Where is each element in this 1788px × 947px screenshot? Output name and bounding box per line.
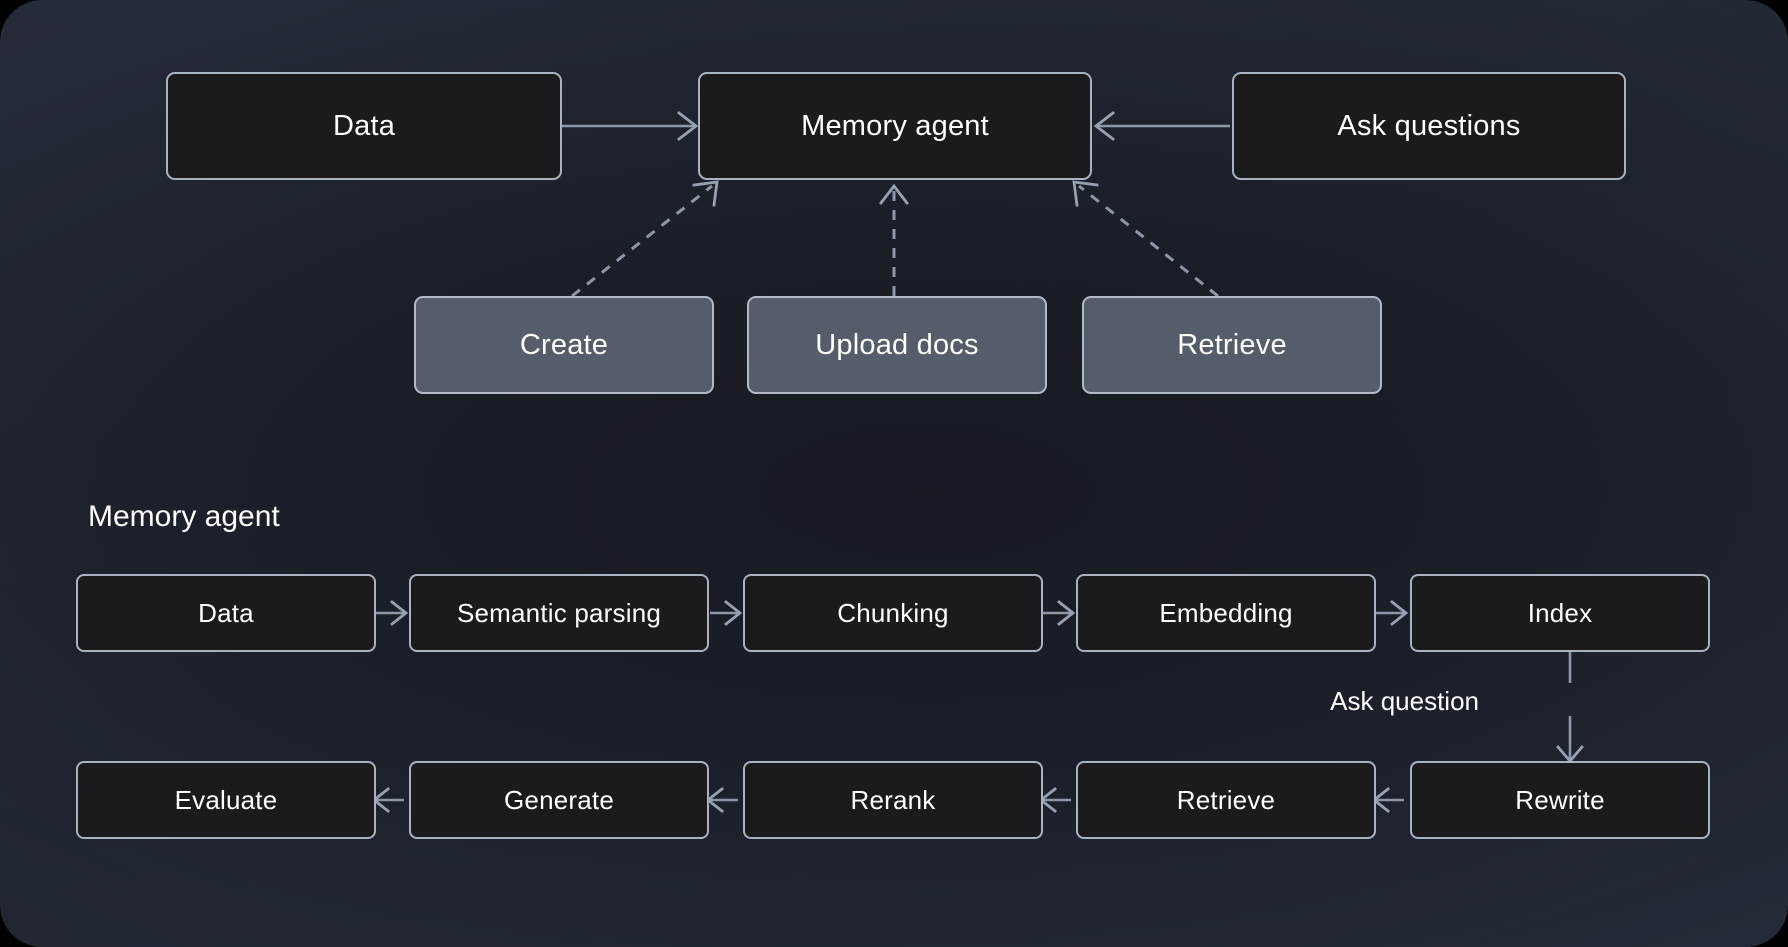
node-label: Retrieve [1177, 328, 1287, 361]
node-label: Data [332, 109, 396, 142]
pipeline-node-semantic-parsing[interactable]: Semantic parsing [409, 574, 709, 652]
edge-upload-docs-to-memory-agent [879, 183, 909, 296]
section-heading-memory-agent: Memory agent [88, 500, 280, 534]
node-label: Upload docs [815, 328, 979, 361]
node-label: Rewrite [1515, 784, 1605, 815]
node-label: Generate [503, 784, 614, 815]
pipeline-node-embedding[interactable]: Embedding [1076, 574, 1376, 652]
pipeline-node-rerank[interactable]: Rerank [743, 761, 1043, 839]
edge-generate-to-evaluate [371, 787, 404, 813]
edge-ask-questions-to-memory-agent [1093, 111, 1230, 141]
edge-rerank-to-generate [705, 787, 738, 813]
edge-chunking-to-embedding [1043, 600, 1076, 626]
pipeline-node-generate[interactable]: Generate [409, 761, 709, 839]
pipeline-node-chunking[interactable]: Chunking [743, 574, 1043, 652]
edge-semantic-parsing-to-chunking [710, 600, 743, 626]
node-label: Index [1527, 597, 1593, 628]
node-label: Rerank [850, 784, 936, 815]
node-label: Memory agent [801, 109, 989, 142]
edge-retrieve-to-rerank [1038, 787, 1071, 813]
node-data-top[interactable]: Data [166, 72, 562, 180]
node-upload-docs[interactable]: Upload docs [747, 296, 1047, 394]
edge-data-to-semantic-parsing [376, 600, 409, 626]
node-label: Chunking [837, 597, 949, 628]
node-label: Create [519, 328, 609, 361]
pipeline-node-evaluate[interactable]: Evaluate [76, 761, 376, 839]
edge-create-to-memory-agent [571, 180, 719, 298]
node-retrieve-top[interactable]: Retrieve [1082, 296, 1382, 394]
node-label: Evaluate [174, 784, 278, 815]
section-heading-text: Memory agent [88, 500, 280, 533]
edge-data-to-memory-agent [562, 111, 699, 141]
edge-retrieve-to-memory-agent [1072, 180, 1219, 298]
node-label: Retrieve [1176, 784, 1276, 815]
edge-index-to-rewrite [1556, 650, 1584, 764]
pipeline-node-index[interactable]: Index [1410, 574, 1710, 652]
pipeline-node-retrieve[interactable]: Retrieve [1076, 761, 1376, 839]
connector-label-text: Ask question [1330, 686, 1479, 716]
pipeline-node-data[interactable]: Data [76, 574, 376, 652]
node-memory-agent[interactable]: Memory agent [698, 72, 1092, 180]
node-ask-questions[interactable]: Ask questions [1232, 72, 1626, 180]
node-label: Data [198, 597, 254, 628]
node-label: Embedding [1159, 597, 1293, 628]
pipeline-node-rewrite[interactable]: Rewrite [1410, 761, 1710, 839]
node-label: Semantic parsing [456, 597, 662, 628]
node-create[interactable]: Create [414, 296, 714, 394]
node-label: Ask questions [1337, 109, 1521, 142]
edge-embedding-to-index [1376, 600, 1409, 626]
connector-label-ask-question: Ask question [1330, 686, 1479, 717]
edge-rewrite-to-retrieve [1371, 787, 1404, 813]
